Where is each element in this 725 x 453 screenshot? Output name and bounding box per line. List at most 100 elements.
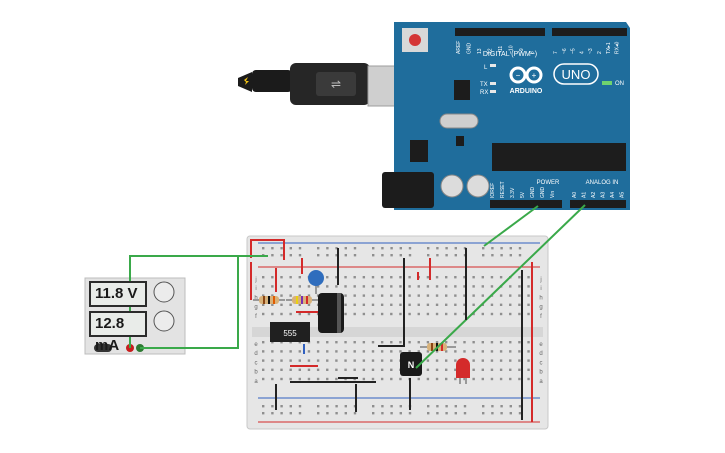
breadboard-hole[interactable]: [372, 412, 375, 415]
breadboard-hole[interactable]: [518, 405, 522, 408]
breadboard-hole[interactable]: [326, 412, 329, 415]
breadboard-hole[interactable]: [527, 285, 530, 288]
breadboard-hole[interactable]: [280, 312, 283, 316]
breadboard-hole[interactable]: [399, 285, 402, 288]
breadboard-hole[interactable]: [280, 285, 283, 288]
breadboard-hole[interactable]: [353, 276, 356, 279]
breadboard-hole[interactable]: [298, 350, 301, 353]
breadboard-hole[interactable]: [408, 254, 412, 257]
breadboard-hole[interactable]: [482, 247, 485, 250]
breadboard-hole[interactable]: [262, 359, 265, 362]
breadboard-hole[interactable]: [527, 377, 530, 381]
breadboard-hole[interactable]: [280, 254, 283, 257]
resistor-2[interactable]: [286, 296, 318, 304]
breadboard-hole[interactable]: [371, 368, 375, 371]
breadboard-hole[interactable]: [527, 294, 530, 297]
breadboard-hole[interactable]: [316, 350, 320, 353]
wires[interactable]: [129, 204, 586, 422]
breadboard-hole[interactable]: [289, 247, 292, 250]
breadboard-hole[interactable]: [298, 303, 301, 306]
breadboard-hole[interactable]: [307, 350, 311, 353]
breadboard-hole[interactable]: [481, 368, 484, 371]
breadboard-hole[interactable]: [380, 350, 384, 353]
breadboard-hole[interactable]: [271, 341, 274, 344]
breadboard-hole[interactable]: [500, 405, 503, 408]
breadboard-hole[interactable]: [445, 350, 448, 353]
breadboard-hole[interactable]: [399, 247, 402, 250]
breadboard-hole[interactable]: [490, 303, 494, 306]
breadboard-hole[interactable]: [271, 405, 274, 408]
breadboard-hole[interactable]: [509, 350, 512, 353]
breadboard-hole[interactable]: [500, 254, 503, 257]
breadboard-hole[interactable]: [298, 359, 301, 362]
breadboard-hole[interactable]: [280, 377, 283, 381]
breadboard-hole[interactable]: [417, 312, 420, 316]
breadboard-hole[interactable]: [482, 405, 485, 408]
breadboard-hole[interactable]: [380, 276, 384, 279]
breadboard-hole[interactable]: [271, 294, 274, 297]
resistor-1[interactable]: [253, 296, 285, 304]
breadboard-hole[interactable]: [445, 377, 448, 381]
breadboard-hole[interactable]: [289, 285, 292, 288]
breadboard-hole[interactable]: [262, 276, 265, 279]
current-knob[interactable]: [153, 310, 175, 332]
breadboard-hole[interactable]: [289, 405, 292, 408]
breadboard-hole[interactable]: [454, 254, 457, 257]
breadboard-hole[interactable]: [509, 377, 512, 381]
breadboard-hole[interactable]: [490, 312, 494, 316]
breadboard-hole[interactable]: [371, 350, 375, 353]
breadboard-hole[interactable]: [317, 412, 320, 415]
breadboard-hole[interactable]: [344, 412, 347, 415]
dc-jack[interactable]: [382, 172, 434, 208]
breadboard-hole[interactable]: [399, 377, 402, 381]
breadboard-hole[interactable]: [271, 303, 274, 306]
breadboard-hole[interactable]: [445, 294, 448, 297]
breadboard-hole[interactable]: [289, 254, 292, 257]
breadboard-hole[interactable]: [280, 341, 283, 344]
breadboard-hole[interactable]: [399, 405, 402, 408]
breadboard-hole[interactable]: [289, 368, 292, 371]
breadboard-hole[interactable]: [353, 294, 356, 297]
breadboard-hole[interactable]: [380, 368, 384, 371]
breadboard-hole[interactable]: [289, 359, 292, 362]
breadboard-hole[interactable]: [316, 377, 320, 381]
breadboard-hole[interactable]: [527, 276, 530, 279]
breadboard-hole[interactable]: [490, 377, 494, 381]
breadboard-hole[interactable]: [518, 341, 521, 344]
timer-ic[interactable]: 555: [270, 322, 310, 342]
breadboard-hole[interactable]: [262, 303, 265, 306]
breadboard-hole[interactable]: [262, 294, 265, 297]
breadboard-hole[interactable]: [307, 312, 311, 316]
breadboard-hole[interactable]: [371, 303, 375, 306]
breadboard-hole[interactable]: [509, 341, 512, 344]
breadboard-holes[interactable]: [262, 247, 530, 415]
breadboard-hole[interactable]: [454, 312, 457, 316]
breadboard-hole[interactable]: [298, 377, 301, 381]
power-switch[interactable]: [94, 344, 112, 352]
breadboard-hole[interactable]: [371, 312, 375, 316]
breadboard-hole[interactable]: [454, 412, 457, 415]
breadboard-hole[interactable]: [262, 412, 265, 415]
breadboard-hole[interactable]: [298, 368, 301, 371]
breadboard-hole[interactable]: [445, 303, 448, 306]
breadboard-hole[interactable]: [280, 276, 283, 279]
breadboard-hole[interactable]: [408, 341, 411, 344]
breadboard-hole[interactable]: [399, 412, 402, 415]
breadboard-hole[interactable]: [518, 312, 521, 316]
breadboard-hole[interactable]: [454, 350, 457, 353]
breadboard-hole[interactable]: [427, 247, 430, 250]
breadboard-hole[interactable]: [454, 303, 457, 306]
breadboard-hole[interactable]: [307, 368, 311, 371]
breadboard-hole[interactable]: [518, 350, 521, 353]
breadboard-hole[interactable]: [454, 341, 457, 344]
breadboard-hole[interactable]: [362, 294, 366, 297]
breadboard-hole[interactable]: [426, 294, 430, 297]
breadboard-hole[interactable]: [417, 294, 420, 297]
breadboard-hole[interactable]: [472, 285, 475, 288]
breadboard-hole[interactable]: [289, 294, 292, 297]
breadboard-hole[interactable]: [289, 350, 292, 353]
breadboard-hole[interactable]: [271, 312, 274, 316]
breadboard-hole[interactable]: [271, 368, 274, 371]
breadboard-hole[interactable]: [381, 405, 384, 408]
breadboard-hole[interactable]: [335, 341, 338, 344]
